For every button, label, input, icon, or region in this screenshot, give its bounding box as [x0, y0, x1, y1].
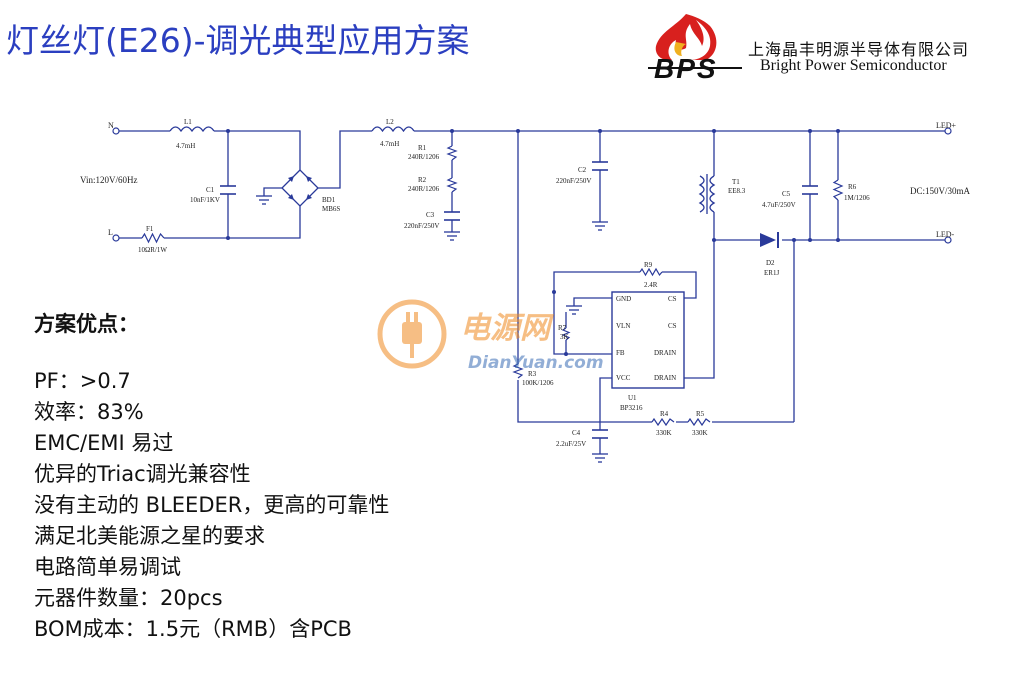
- f1-value: 10ΩR/1W: [138, 246, 167, 254]
- pin-drain-1: DRAIN: [654, 349, 676, 357]
- r5-value: 330K: [692, 429, 708, 437]
- r7-value: 3K: [560, 333, 569, 341]
- advantage-item: BOM成本：1.5元（RMB）含PCB: [34, 617, 352, 641]
- c1-ref: C1: [206, 186, 215, 194]
- r4-value: 330K: [656, 429, 672, 437]
- r9-value: 2.4R: [644, 281, 658, 289]
- watermark-en: DianYuan.com: [468, 353, 604, 373]
- vin-label: Vin:120V/60Hz: [80, 175, 137, 185]
- r3-ref: R3: [528, 370, 537, 378]
- advantage-item: 优异的Triac调光兼容性: [34, 462, 251, 486]
- r1-ref: R1: [418, 144, 427, 152]
- pin-fb: FB: [616, 349, 625, 357]
- l2-ref: L2: [386, 118, 394, 126]
- led-pos-label: LED+: [936, 121, 957, 130]
- node-l-label: L: [108, 228, 113, 237]
- f1-ref: F1: [146, 225, 154, 233]
- pin-gnd: GND: [616, 295, 631, 303]
- flame-icon: [655, 14, 717, 61]
- advantages-title: 方案优点：: [34, 312, 139, 336]
- advantages-list: PF：>0.7 效率：83% EMC/EMI 易过 优异的Triac调光兼容性 …: [34, 366, 389, 645]
- r5-ref: R5: [696, 410, 705, 418]
- r7-ref: R7: [558, 324, 567, 332]
- c5-ref: C5: [782, 190, 791, 198]
- plug-icon: [377, 299, 447, 369]
- advantage-item: EMC/EMI 易过: [34, 431, 174, 455]
- advantage-item: 元器件数量：20pcs: [34, 586, 223, 610]
- company-name-en: Bright Power Semiconductor: [760, 57, 947, 74]
- bd1-value: MB6S: [322, 205, 340, 213]
- advantage-item: 满足北美能源之星的要求: [34, 524, 265, 548]
- d2-value: ER1J: [764, 269, 779, 277]
- dianyuan-watermark: 电源网 DianYuan.com: [377, 299, 604, 373]
- advantage-item: 没有主动的 BLEEDER，更高的可靠性: [34, 493, 390, 517]
- c1-value: 10nF/1KV: [190, 196, 220, 204]
- c5-value: 4.7uF/250V: [762, 201, 796, 209]
- advantage-item: 效率：83%: [34, 400, 144, 424]
- r3-value: 100K/1206: [522, 379, 554, 387]
- pin-cs-1: CS: [668, 295, 677, 303]
- r6-value: 1M/1206: [844, 194, 870, 202]
- c3-value: 220nF/250V: [404, 222, 439, 230]
- r2-value: 240R/1206: [408, 185, 440, 193]
- pin-cs-2: CS: [668, 322, 677, 330]
- watermark-cn: 电源网: [460, 311, 554, 346]
- node-n-label: N: [108, 121, 114, 130]
- advantage-item: 电路简单易调试: [34, 555, 181, 579]
- r6-ref: R6: [848, 183, 857, 191]
- d2-ref: D2: [766, 259, 775, 267]
- c4-value: 2.2uF/25V: [556, 440, 586, 448]
- r1-value: 240R/1206: [408, 153, 440, 161]
- c2-value: 220nF/250V: [556, 177, 591, 185]
- bd1-ref: BD1: [322, 196, 336, 204]
- u1-ref: U1: [628, 394, 637, 402]
- c4-ref: C4: [572, 429, 581, 437]
- page-title: 灯丝灯(E26)-调光典型应用方案: [6, 21, 470, 60]
- t1-value: EE8.3: [728, 187, 746, 195]
- pin-vln: VLN: [616, 322, 630, 330]
- dc-out-label: DC:150V/30mA: [910, 186, 971, 196]
- l1-ref: L1: [184, 118, 192, 126]
- t1-ref: T1: [732, 178, 740, 186]
- u1-value: BP3216: [620, 404, 643, 412]
- led-neg-label: LED-: [936, 230, 955, 239]
- r2-ref: R2: [418, 176, 427, 184]
- c3-ref: C3: [426, 211, 435, 219]
- company-name-cn: 上海晶丰明源半导体有限公司: [748, 40, 970, 59]
- c2-ref: C2: [578, 166, 587, 174]
- bps-logo: BPS: [648, 14, 742, 82]
- r4-ref: R4: [660, 410, 669, 418]
- pin-drain-2: DRAIN: [654, 374, 676, 382]
- pin-vcc: VCC: [616, 374, 631, 382]
- r9-ref: R9: [644, 261, 653, 269]
- advantage-item: PF：>0.7: [34, 369, 131, 393]
- l1-value: 4.7mH: [176, 142, 195, 150]
- l2-value: 4.7mH: [380, 140, 399, 148]
